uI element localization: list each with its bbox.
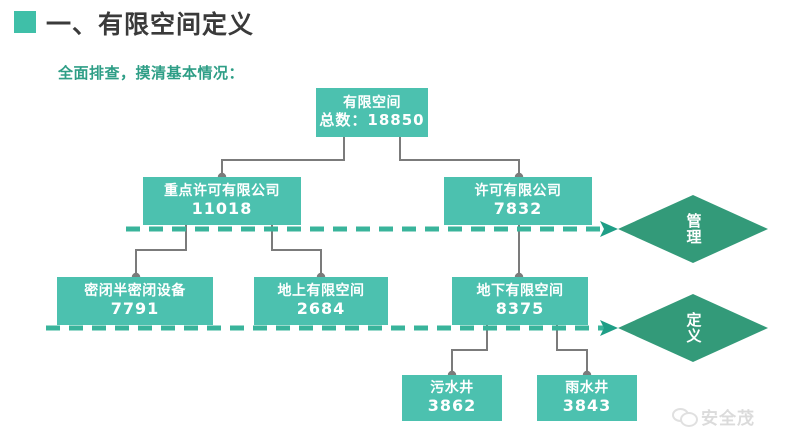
watermark-text: 安全茂 <box>701 409 755 429</box>
node-rain-well[interactable]: 雨水井 3843 <box>537 375 637 421</box>
node-label: 有限空间 <box>343 95 401 112</box>
node-label: 许可有限公司 <box>474 183 562 200</box>
node-value: 3862 <box>427 395 477 415</box>
node-label: 密闭半密闭设备 <box>84 283 186 300</box>
node-key-company[interactable]: 重点许可有限公司 11018 <box>143 177 301 225</box>
node-below-ground[interactable]: 地下有限空间 8375 <box>452 277 588 325</box>
node-label: 地上有限空间 <box>277 283 365 300</box>
subtitle-text: 全面排查，摸清基本情况： <box>58 64 245 82</box>
node-label: 雨水井 <box>565 380 609 397</box>
watermark: 安全茂 <box>672 404 755 429</box>
node-sewage-well[interactable]: 污水井 3862 <box>402 375 502 421</box>
node-value: 7791 <box>110 298 160 318</box>
node-label: 污水井 <box>430 380 474 397</box>
wechat-icon <box>672 407 698 427</box>
node-company[interactable]: 许可有限公司 7832 <box>444 177 592 225</box>
diamond-define[interactable]: 定义 <box>618 294 768 362</box>
node-label: 地下有限空间 <box>476 283 564 300</box>
node-sealed-equipment[interactable]: 密闭半密闭设备 7791 <box>57 277 213 325</box>
square-bullet-icon <box>14 11 36 33</box>
node-root[interactable]: 有限空间 总数：18850 <box>316 88 428 137</box>
diamond-manage[interactable]: 管理 <box>618 195 768 263</box>
node-value: 7832 <box>493 198 543 218</box>
page-title: 一、有限空间定义 <box>46 10 255 39</box>
node-value: 总数：18850 <box>319 110 425 129</box>
diamond-label: 定义 <box>684 312 703 344</box>
diamond-label: 管理 <box>684 213 703 245</box>
node-value: 2684 <box>296 298 346 318</box>
node-value: 8375 <box>495 298 545 318</box>
node-above-ground[interactable]: 地上有限空间 2684 <box>254 277 388 325</box>
node-label: 重点许可有限公司 <box>164 183 280 200</box>
node-value: 11018 <box>191 198 253 218</box>
node-value: 3843 <box>562 395 612 415</box>
